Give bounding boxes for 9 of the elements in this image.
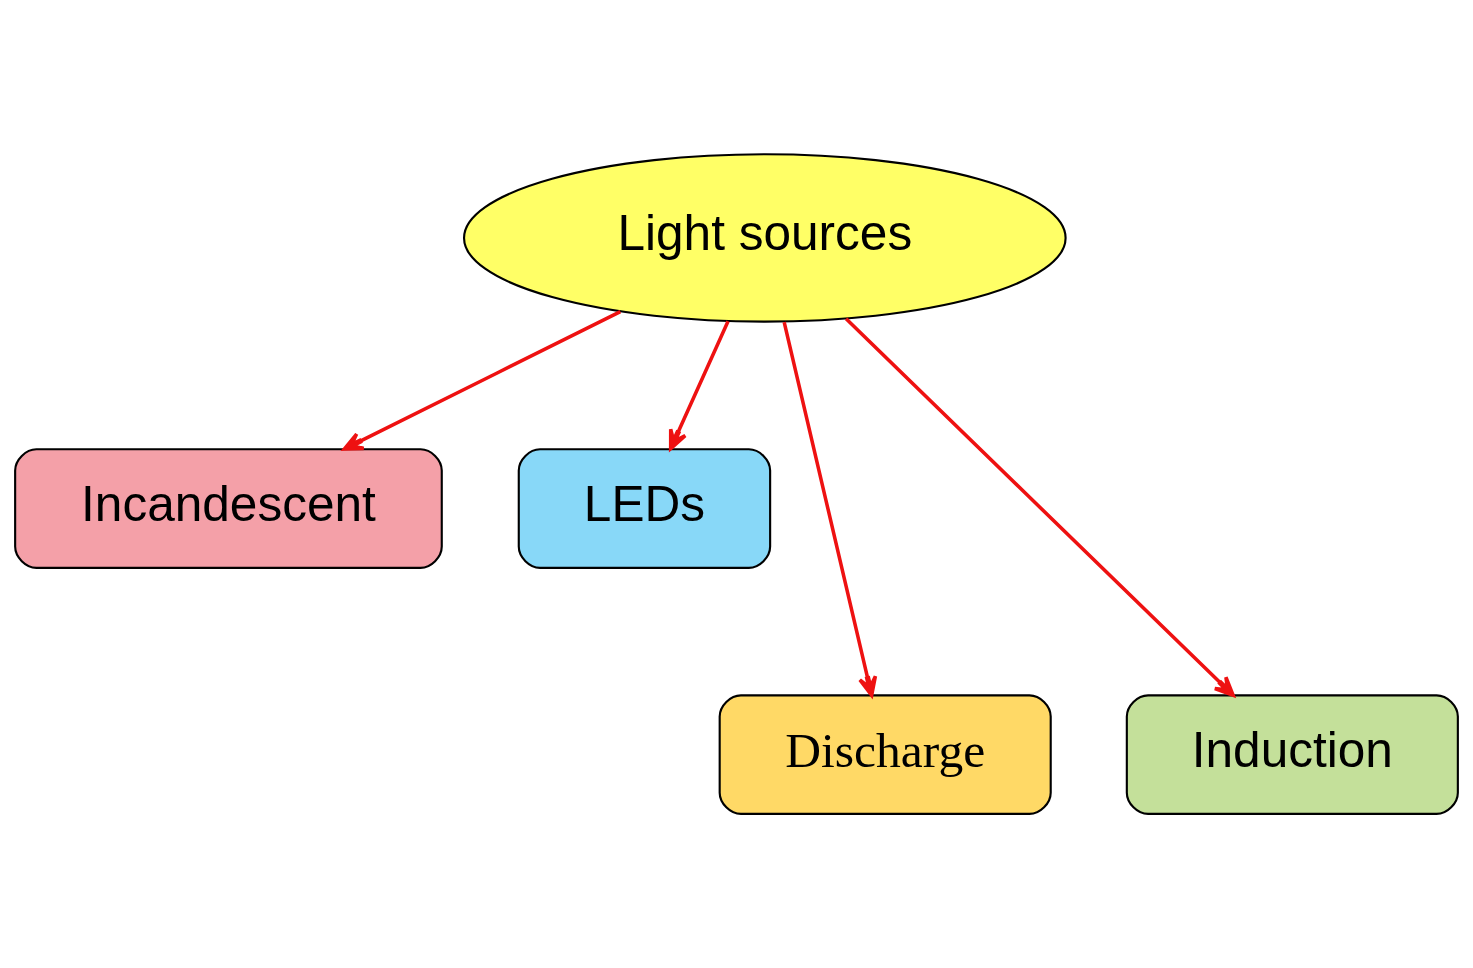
node-box: LEDs (517, 448, 772, 569)
node-ellipse: Light sources (463, 153, 1067, 323)
arrow (668, 320, 730, 451)
node-box: Discharge (718, 694, 1052, 815)
arrow (342, 310, 622, 451)
node-box: Induction (1125, 694, 1459, 815)
node-box: Incandescent (14, 448, 443, 569)
arrow (844, 317, 1235, 697)
arrow (782, 321, 878, 698)
